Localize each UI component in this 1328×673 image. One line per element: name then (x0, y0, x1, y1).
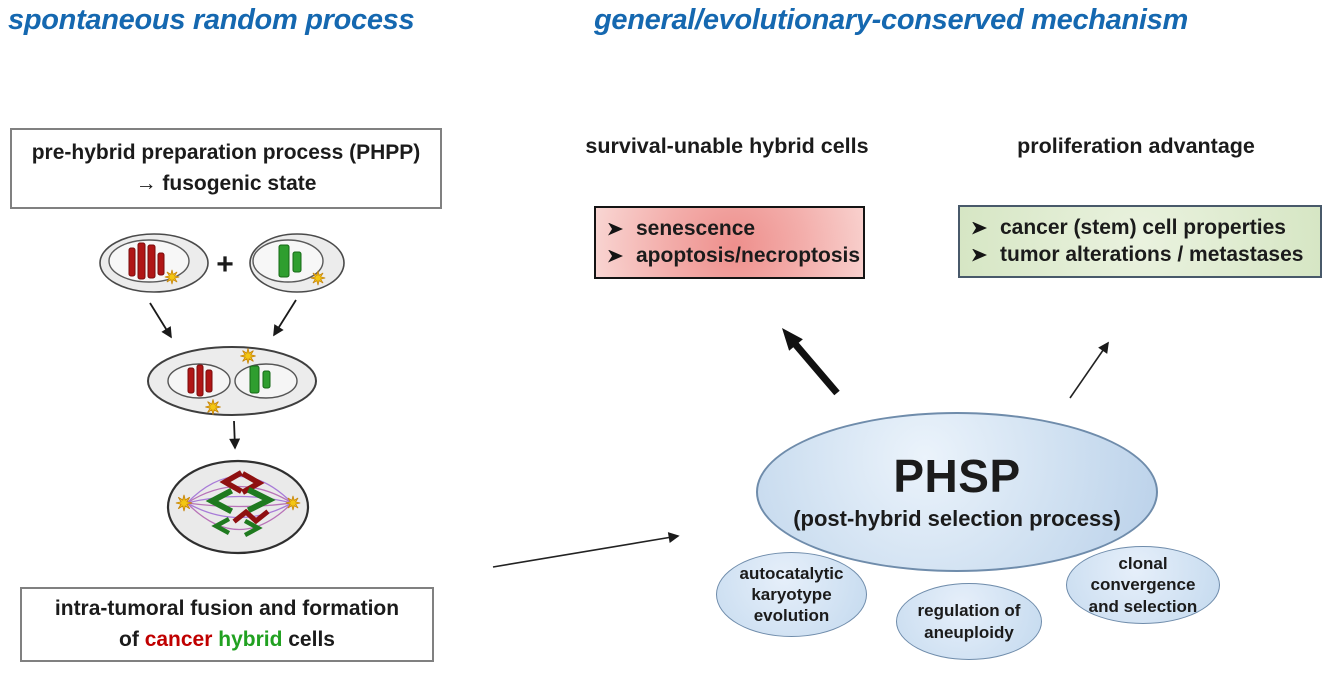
list-item-label: apoptosis/necroptosis (636, 244, 861, 267)
list-item: cancer (stem) cell properties (972, 216, 1320, 240)
fusion-line2-prefix: of (119, 627, 145, 651)
phpp-box: pre-hybrid preparation process (PHPP) → … (10, 128, 442, 209)
sub-ellipse-autocatalytic-karyotype-evolution: autocatalytic karyotype evolution (716, 552, 867, 637)
arrow-fused-to-mitosis (229, 420, 241, 450)
header-conserved-mechanism: general/evolutionary-conserved mechanism (594, 4, 1188, 36)
proliferation-heading: proliferation advantage (1017, 134, 1255, 158)
centrosome-star-icon (175, 494, 193, 512)
plus-sign: + (216, 248, 234, 281)
red-chromosomes (128, 242, 165, 280)
bent-chromosomes (205, 470, 276, 538)
fusion-result-box: intra-tumoral fusion and formation of ca… (20, 587, 434, 662)
fusion-line2-cancer: cancer (144, 627, 213, 651)
arrow-cell2-to-fused (273, 299, 297, 337)
fusion-line1: intra-tumoral fusion and formation (54, 597, 400, 621)
parent-cell-red (99, 233, 209, 293)
list-item: apoptosis/necroptosis (608, 244, 863, 268)
centrosome-star-icon (285, 495, 301, 511)
green-chromosomes (249, 365, 271, 394)
mitotic-hybrid-cell (166, 459, 310, 555)
phsp-ellipse: PHSP (post-hybrid selection process) (756, 412, 1158, 572)
phpp-line2: → fusogenic state (135, 171, 317, 195)
fusion-line2-hybrid: hybrid (218, 627, 283, 651)
proliferation-box: cancer (stem) cell properties tumor alte… (958, 205, 1322, 278)
phsp-subtitle: (post-hybrid selection process) (793, 505, 1121, 531)
red-chromosomes (187, 364, 213, 397)
green-chromosomes (278, 244, 302, 278)
survival-unable-heading: survival-unable hybrid cells (585, 134, 869, 158)
fusion-line2: of cancer hybrid cells (119, 625, 335, 655)
phsp-title: PHSP (893, 449, 1021, 502)
fusion-line2-suffix: cells (282, 627, 335, 651)
fused-binucleated-cell (147, 346, 317, 416)
arrow-phsp-to-survival-unable (782, 328, 840, 396)
survival-unable-box: senescence apoptosis/necroptosis (594, 206, 865, 279)
arrow-cell1-to-fused (149, 302, 172, 339)
arrow-phsp-to-proliferation (1069, 341, 1109, 399)
list-item: senescence (608, 217, 863, 241)
centrosome-star-icon (205, 399, 221, 415)
centrosome-star-icon (240, 348, 256, 364)
parent-cell-green (249, 233, 345, 293)
centrosome-star-icon (164, 269, 180, 285)
sub-ellipse-clonal-convergence-selection: clonal convergence and selection (1066, 546, 1220, 624)
header-spontaneous-process: spontaneous random process (8, 4, 415, 36)
sub-ellipse-regulation-of-aneuploidy: regulation of aneuploidy (896, 583, 1042, 660)
phpp-line1: pre-hybrid preparation process (PHPP) (31, 141, 421, 165)
list-item-label: cancer (stem) cell properties (1000, 216, 1286, 239)
list-item-label: tumor alterations / metastases (1000, 243, 1304, 266)
centrosome-star-icon (310, 270, 326, 286)
list-item-label: senescence (636, 217, 756, 240)
list-item: tumor alterations / metastases (972, 243, 1320, 267)
arrow-fusion-to-phsp (492, 532, 680, 568)
